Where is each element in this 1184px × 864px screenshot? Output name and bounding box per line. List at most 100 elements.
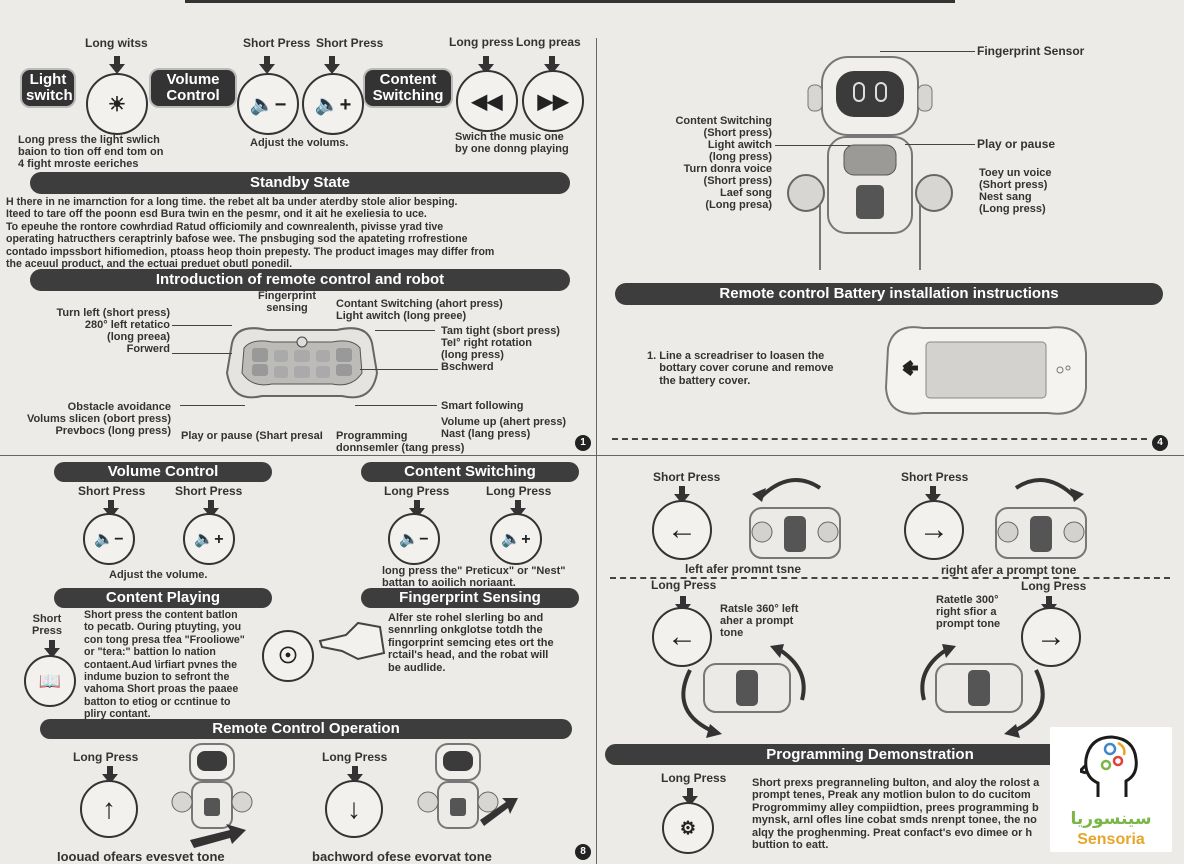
fingerprint-icon: ☉ xyxy=(262,630,314,682)
q3-short-press-2: Short Press xyxy=(175,484,243,498)
book-icon: 📖 xyxy=(24,655,76,707)
turn-right-icon: → xyxy=(904,500,964,560)
content-playing-title: Content Playing xyxy=(54,588,272,608)
left-caption: left afer promnt tsne xyxy=(685,562,802,576)
press-arrow-icon xyxy=(674,486,690,504)
remote-control-illustration xyxy=(225,327,379,399)
label-short-press-2: Short Press xyxy=(316,36,384,50)
press-arrow-icon xyxy=(478,56,494,74)
robot-illustration xyxy=(787,56,953,270)
q4-long-press-3: Long Press xyxy=(661,771,727,785)
caption-light: Long press the light swlich baion to tio… xyxy=(18,134,164,170)
next-icon: ▶▶ xyxy=(522,70,584,132)
battery-title: Remote control Battery installation inst… xyxy=(615,283,1163,305)
robot-rotate-right-illustration xyxy=(920,644,1045,738)
press-arrow-icon xyxy=(324,56,340,74)
right-caption: right afer a prompt tone xyxy=(941,563,1077,577)
volume-control-title: Volume Control xyxy=(54,462,272,482)
programming-icon: ⚙ xyxy=(662,802,714,854)
press-arrow-icon xyxy=(102,766,118,784)
robot-turn-left-illustration xyxy=(749,478,841,559)
short-press-label: Short Press xyxy=(32,613,62,637)
remote-label-turn-left: Turn left (short press) 280° left retati… xyxy=(56,307,170,355)
light-button-icon: ☀ xyxy=(86,73,148,135)
top-border xyxy=(185,0,955,3)
logo-latin-text: Sensoria xyxy=(1077,831,1145,848)
q3-long-press-3: Long Press xyxy=(73,750,139,764)
volume-up-icon: 🔈+ xyxy=(183,513,235,565)
page-number-4: 4 xyxy=(1152,435,1168,451)
volume-down-icon: 🔈− xyxy=(237,73,299,135)
label-short-press-1: Short Press xyxy=(243,36,311,50)
press-arrow-icon xyxy=(544,56,560,74)
remote-label-content: Contant Switching (ahort press) Light aw… xyxy=(336,298,503,322)
q3-long-press-2: Long Press xyxy=(486,484,552,498)
adjust-volume-caption: Adjust the volume. xyxy=(109,569,208,581)
press-arrow-icon xyxy=(925,486,941,504)
pill-volume-control: Volume Control xyxy=(149,68,237,108)
remote-label-play: Play or pause (Shart presaI xyxy=(181,430,323,442)
horizontal-divider xyxy=(0,455,1184,456)
next-content-icon: 🔈+ xyxy=(490,513,542,565)
content-playing-text: Short press the content batlon to pecatb… xyxy=(84,609,245,721)
remote-label-volume-up: Volume up (ahert press) Nast (lang press… xyxy=(441,416,567,440)
remote-label-turn-right: Tam tight (sbort press) TeI° right rotat… xyxy=(441,325,560,373)
previous-icon: ◀◀ xyxy=(456,70,518,132)
battery-cover-illustration xyxy=(884,326,1087,415)
rotate-right-caption: Ratetle 300° right sfior a prompt tone xyxy=(936,594,1001,630)
rotate-right-icon: → xyxy=(1021,607,1081,667)
robot-backward-illustration xyxy=(417,743,518,829)
robot-label-fingerprint: Fingerprint Sensor xyxy=(977,44,1085,58)
q4-long-press-1: Long Press xyxy=(651,578,717,592)
q3-long-press-1: Long Press xyxy=(384,484,450,498)
robot-label-content: Content Switching (Short press) Light aw… xyxy=(675,115,772,211)
standby-title: Standby State xyxy=(30,172,570,194)
q3-short-press-1: Short Press xyxy=(78,484,146,498)
forward-caption: Ioouad ofears evesvet tone xyxy=(57,849,225,864)
robot-rotate-left-illustration xyxy=(681,644,806,738)
pill-content-switching: Content Switching xyxy=(363,68,453,108)
q4-short-press-2: Short Press xyxy=(901,470,969,484)
volume-up-icon: 🔈+ xyxy=(302,73,364,135)
remote-label-fingerprint: Fingerprint sensing xyxy=(257,290,317,314)
logo-arabic-text: سينسوريا xyxy=(1070,809,1152,829)
content-switching-title: Content Switching xyxy=(361,462,579,482)
sensoria-logo: سينسوريا Sensoria xyxy=(1050,727,1172,852)
remote-label-obstacle: Obstacle avoidance Volums slicen (obort … xyxy=(26,401,171,437)
turn-left-icon: ← xyxy=(652,500,712,560)
fingerprint-sensing-title: Fingerprint Sensing xyxy=(361,588,579,608)
remote-operation-title: Remote Control Operation xyxy=(40,719,572,739)
sensoria-head-icon xyxy=(1080,735,1138,797)
label-long-press-2: Long preas xyxy=(516,35,581,49)
press-arrow-icon xyxy=(109,56,125,74)
remote-label-smart: Smart following xyxy=(441,400,524,412)
pointing-hand-icon xyxy=(318,621,386,661)
page-number-8: 8 xyxy=(575,844,591,860)
vertical-divider xyxy=(596,38,597,864)
backward-caption: bachword ofese evorvat tone xyxy=(312,849,492,864)
remote-label-programming: Programming donnsemler (tang press) xyxy=(336,430,465,454)
page-number-1: 1 xyxy=(575,435,591,451)
caption-music: Swich the music one by one donng playing xyxy=(455,131,569,155)
standby-text: H there in ne imarnction for a long time… xyxy=(6,196,495,271)
backward-icon: ↓ xyxy=(325,780,383,838)
rotate-left-caption: Ratsle 360° left aher a prompt tone xyxy=(720,603,799,639)
q3-long-press-4: Long Press xyxy=(322,750,388,764)
press-arrow-icon xyxy=(44,640,60,658)
robot-label-play: Play or pause xyxy=(977,137,1056,151)
press-arrow-icon xyxy=(347,766,363,784)
caption-volume: Adjust the volums. xyxy=(250,137,349,149)
forward-icon: ↑ xyxy=(80,780,138,838)
label-long-press-1: Long press xyxy=(449,35,514,49)
q4-short-press-1: Short Press xyxy=(653,470,721,484)
battery-text: 1. Line a screadriser to loasen the bott… xyxy=(647,350,834,387)
q4-long-press-2: Long Press xyxy=(1021,579,1087,593)
robot-label-right: Toey un voice (Short press) Nest sang (L… xyxy=(979,167,1052,215)
robot-turn-right-illustration xyxy=(995,478,1087,559)
dashed-separator xyxy=(610,577,1170,579)
programming-title: Programming Demonstration xyxy=(605,744,1135,765)
intro-title: Introduction of remote control and robot xyxy=(30,269,570,291)
robot-forward-illustration xyxy=(171,743,253,848)
dashed-separator xyxy=(612,438,1147,440)
content-switch-caption: long press the" Preticux" or "Nest" batt… xyxy=(382,565,566,589)
